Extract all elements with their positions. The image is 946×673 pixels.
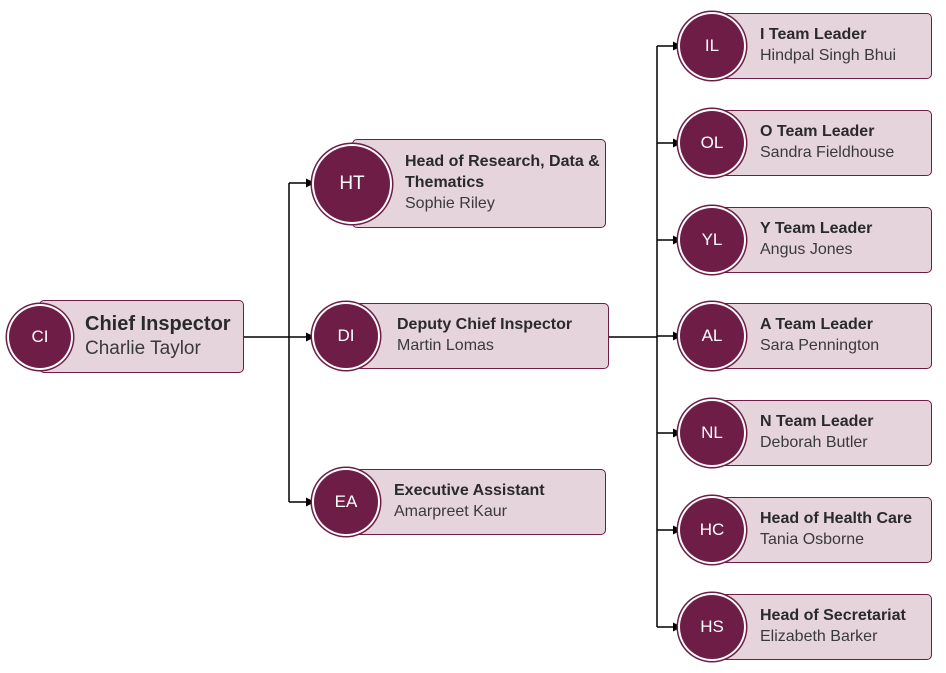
role-title: Head of Health Care xyxy=(760,510,913,528)
person-name: Sandra Fieldhouse xyxy=(760,144,895,161)
role-title: O Team Leader xyxy=(760,123,875,141)
role-title: Chief Inspector xyxy=(85,313,231,336)
initials-badge: HS xyxy=(680,595,744,659)
person-name: Deborah Butler xyxy=(760,434,868,451)
initials-badge: AL xyxy=(680,304,744,368)
person-name: Sophie Riley xyxy=(405,194,495,212)
initials-badge: YL xyxy=(680,208,744,272)
initials-badge: IL xyxy=(680,14,744,78)
initials-badge: EA xyxy=(314,470,378,534)
role-title: N Team Leader xyxy=(760,413,874,431)
role-title: A Team Leader xyxy=(760,316,873,334)
person-name: Hindpal Singh Bhui xyxy=(760,47,897,64)
person-name: Amarpreet Kaur xyxy=(394,503,507,520)
role-title: Head of Research, Data & Thematics xyxy=(405,153,600,192)
role-title: Deputy Chief Inspector xyxy=(397,316,573,334)
person-name: Angus Jones xyxy=(760,241,853,258)
person-name: Charlie Taylor xyxy=(85,338,201,360)
person-name: Tania Osborne xyxy=(760,531,865,548)
role-title: Head of Secretariat xyxy=(760,607,906,625)
person-name: Martin Lomas xyxy=(397,337,494,354)
initials-badge: OL xyxy=(680,111,744,175)
initials-badge: NL xyxy=(680,401,744,465)
role-title: Executive Assistant xyxy=(394,482,545,500)
person-name: Sara Pennington xyxy=(760,337,880,354)
initials-badge: HC xyxy=(680,498,744,562)
initials-badge: HT xyxy=(314,145,390,222)
role-title: Y Team Leader xyxy=(760,220,873,238)
initials-badge: CI xyxy=(9,305,71,368)
person-name: Elizabeth Barker xyxy=(760,628,878,645)
role-title: I Team Leader xyxy=(760,26,867,44)
initials-badge: DI xyxy=(314,304,378,368)
